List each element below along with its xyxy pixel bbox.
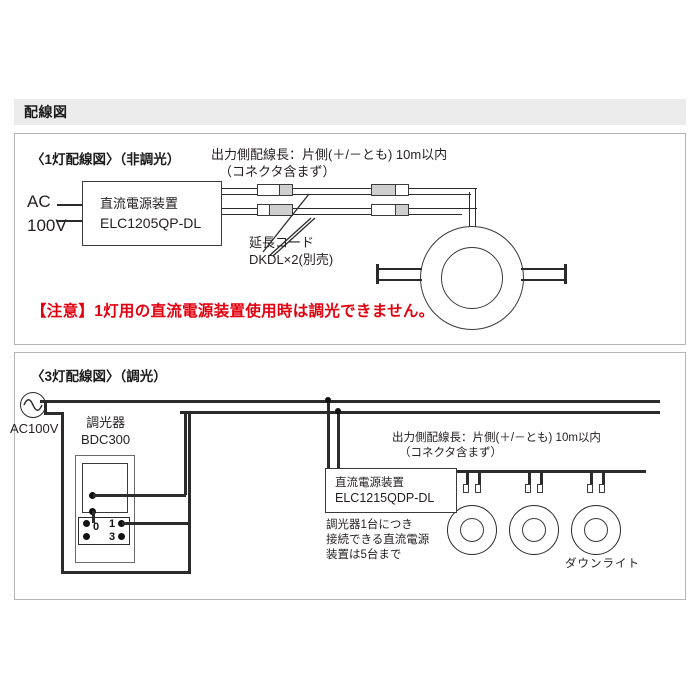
- diagram2-capacity-note: 調光器1台につき 接続できる直流電源 装置は5台まで: [326, 518, 429, 563]
- section-header: 配線図: [14, 99, 686, 125]
- diagram2-dl2-connector-b: [537, 484, 543, 493]
- diagram2-downlight-label: ダウンライト: [565, 558, 640, 570]
- diagram1-psu-line2: ELC1205QP-DL: [100, 215, 202, 231]
- diagram1-connector-2: [279, 184, 293, 196]
- diagram2-dl3-lead-b: [602, 470, 605, 490]
- diagram2-terminal-dot-1: [118, 520, 125, 527]
- diagram2-dimmer-wire-upper: [93, 494, 186, 497]
- diagram1-ac-lead-top: [57, 204, 83, 206]
- diagram2-dl1-connector-a: [463, 484, 469, 493]
- diagram2-psu-feed-b: [337, 411, 340, 477]
- diagram1-elbow-bot: [455, 208, 477, 210]
- diagram2-terminal-dot-0-top: [83, 520, 90, 527]
- diagram1-drop-a: [469, 192, 471, 228]
- diagram2-ac-bus-top: [40, 400, 660, 403]
- diagram1-wire-note-line1: 出力側配線長：片側(＋/－とも) 10m以内: [211, 147, 448, 162]
- diagram2-terminal-label-0: 0: [93, 521, 100, 533]
- diagram1-connector-4: [395, 184, 409, 196]
- diagram1-out-wire-bot-a: [222, 208, 462, 210]
- diagram2-terminal-dot-3: [118, 533, 125, 540]
- diagram2-source-drop: [44, 400, 47, 414]
- diagram1-connector-7: [371, 204, 397, 216]
- diagram1-ac-line2: 100V: [27, 216, 67, 235]
- diagram1-ext-cord-line1: 延長コード: [249, 235, 315, 250]
- diagram2-downlight-2-inner: [522, 518, 546, 542]
- diagram2-wire-note-line2: （コネクタ含まず）: [399, 446, 503, 459]
- diagram1-out-wire-top-a: [222, 188, 462, 190]
- diagram2-wire-note-line1: 出力側配線長：片側(＋/－とも) 10m以内: [392, 432, 601, 444]
- diagram2-bottom-run: [61, 571, 191, 574]
- diagram2-left-vertical: [61, 412, 64, 574]
- diagram2-dl3-connector-b: [599, 484, 605, 493]
- diagram1-ac-lead-bottom: [57, 220, 83, 222]
- diagram2-psu-line1: 直流電源装置: [335, 477, 404, 489]
- diagram2-ac-source-icon: [20, 392, 46, 418]
- diagram1-elbow-top: [455, 188, 477, 190]
- diagram1-elbow-top2: [455, 194, 471, 196]
- diagram2-terminal-label-3: 3: [109, 531, 116, 543]
- diagram1-connector-8: [395, 204, 409, 216]
- diagram2-ac-bus-second: [180, 411, 660, 414]
- diagram1-out-wire-top-b: [222, 194, 462, 196]
- diagram1-psu-line1: 直流電源装置: [100, 196, 179, 211]
- diagram2-dl2-connector-a: [525, 484, 531, 493]
- diagram1-ac-line1: AC: [27, 192, 51, 211]
- diagram2-dimmer-jumper: [92, 511, 95, 523]
- diagram1-downlight-inner-ring: [441, 247, 503, 309]
- diagram-panel-one-lamp: 〈1灯配線図〉（非調光） AC 100V 直流電源装置 ELC1205QP-DL…: [14, 133, 686, 345]
- diagram2-dl1-lead-b: [478, 470, 481, 490]
- section-header-title: 配線図: [24, 104, 68, 120]
- diagram2-downlight-2: [509, 505, 559, 555]
- diagram2-downlight-3: [571, 505, 621, 555]
- diagram2-return-vertical: [188, 411, 191, 573]
- diagram1-ac-label: AC 100V: [27, 190, 67, 238]
- diagram2-dl3-lead-a: [590, 470, 593, 490]
- diagram2-power-supply-box: 直流電源装置 ELC1215QDP-DL: [325, 468, 457, 513]
- diagram2-bus-junction-a: [325, 397, 331, 403]
- diagram2-bus-junction-b: [335, 408, 341, 414]
- diagram2-terminal-label-1: 1: [109, 518, 116, 530]
- diagram2-capacity-line1: 調光器1台につき: [326, 519, 413, 531]
- diagram1-title: 〈1灯配線図〉（非調光）: [31, 152, 181, 167]
- diagram1-wire-note-line2: （コネクタ含まず）: [219, 164, 336, 179]
- diagram2-dimmer-face: [82, 463, 128, 513]
- diagram2-signal-wire-run: [122, 522, 188, 525]
- diagram1-out-wire-bot-b: [222, 214, 462, 216]
- diagram2-downlight-3-outer: [571, 505, 621, 555]
- diagram2-out-bus: [453, 470, 646, 473]
- diagram2-dimmer-riser: [184, 411, 187, 495]
- diagram2-dimmer-dot-upper: [89, 492, 96, 499]
- diagram2-capacity-line2: 接続できる直流電源: [326, 534, 430, 546]
- diagram1-leader-lines: [262, 193, 316, 257]
- diagram2-psu-line2: ELC1215QDP-DL: [335, 491, 435, 505]
- diagram2-dimmer-line2: BDC300: [81, 432, 131, 447]
- diagram1-ext-cord-label: 延長コード DKDL×2(別売): [249, 234, 333, 268]
- diagram2-dimmer-line1: 調光器: [86, 415, 126, 430]
- diagram2-downlight-1: [447, 505, 497, 555]
- diagram2-dimmer-label: 調光器 BDC300: [81, 414, 130, 448]
- diagram2-source-run: [44, 412, 64, 415]
- diagram2-psu-feed-a: [327, 400, 330, 488]
- diagram2-dl3-connector-a: [587, 484, 593, 493]
- diagram2-downlight-1-inner: [460, 518, 484, 542]
- diagram2-capacity-line3: 装置は5台まで: [326, 549, 402, 561]
- diagram1-ext-cord-line2: DKDL×2(別売): [249, 252, 334, 267]
- diagram2-dl1-connector-b: [475, 484, 481, 493]
- diagram2-dl2-lead-b: [540, 470, 543, 490]
- diagram2-terminal-dot-0-bottom: [83, 533, 90, 540]
- diagram2-title: 〈3灯配線図〉（調光）: [31, 369, 167, 384]
- diagram2-dl1-lead-a: [466, 470, 469, 490]
- diagram1-warning-note: 【注意】1灯用の直流電源装置使用時は調光できません。: [31, 303, 435, 320]
- diagram1-connector-3: [371, 184, 397, 196]
- diagram1-wire-note: 出力側配線長：片側(＋/－とも) 10m以内 （コネクタ含まず）: [211, 146, 447, 180]
- diagram1-connector-6: [269, 204, 293, 216]
- diagram2-dl2-lead-a: [528, 470, 531, 490]
- diagram2-wire-note: 出力側配線長：片側(＋/－とも) 10m以内 （コネクタ含まず）: [392, 431, 601, 460]
- diagram2-ac-label: AC100V: [10, 421, 59, 436]
- diagram1-power-supply-box: 直流電源装置 ELC1205QP-DL: [82, 181, 222, 246]
- diagram2-downlight-3-inner: [584, 518, 608, 542]
